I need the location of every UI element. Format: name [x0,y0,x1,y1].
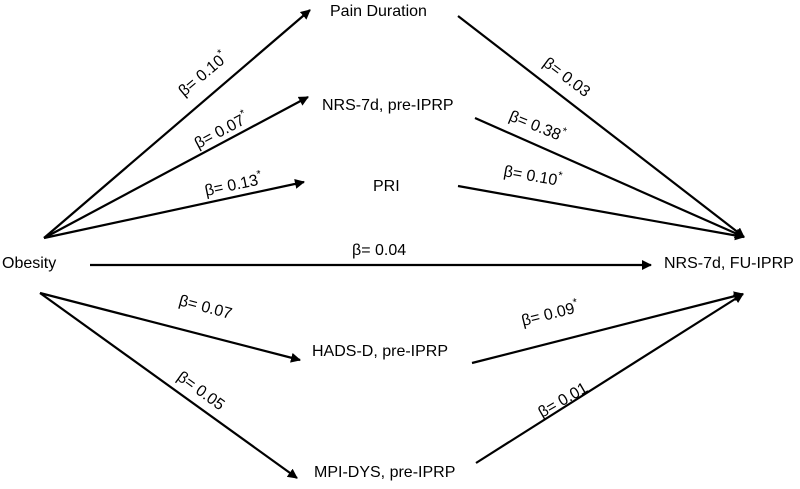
coef-value: β= 0.07 [192,112,248,152]
edge-nrs-pre-nrs-fu [474,116,745,239]
coef-pain-duration-nrs-fu: β= 0.03 [540,55,594,101]
edge-obesity-mpi-pre [39,292,298,479]
coef-value: β= 0.09 [520,300,577,330]
edge-obesity-nrs-pre [43,96,309,239]
node-pain-duration: Pain Duration [330,3,427,20]
coef-value: β= 0.07 [177,292,234,322]
coef-obesity-pain-duration: β= 0.10* [174,47,232,100]
edge-obesity-pri [43,179,305,240]
nodes: Obesity Pain Duration NRS-7d, pre-IPRP P… [2,3,794,481]
sig-star: * [560,125,569,138]
sig-star: * [256,168,263,181]
sig-star: * [572,296,580,309]
coef-value: β= 0.03 [540,55,594,101]
node-hads-pre: HADS-D, pre-IPRP [312,343,448,360]
sig-star: * [557,170,564,183]
coef-hads-pre-nrs-fu: β= 0.09* [519,296,581,330]
edge-hads-pre-nrs-fu [471,291,744,365]
coef-value: β= 0.13 [203,172,260,200]
coef-value: β= 0.01 [536,380,591,422]
coef-nrs-pre-nrs-fu: β= 0.38* [507,105,569,146]
coef-obesity-nrs-pre: β= 0.07* [190,107,252,152]
edge-obesity-hads-pre [39,291,301,363]
coef-value: β= 0.10 [176,52,228,100]
edge-pain-duration-nrs-fu [457,15,745,238]
coef-mpi-pre-nrs-fu: β= 0.01 [536,380,591,422]
edge-pri-nrs-fu [457,184,745,241]
coef-obesity-pri: β= 0.13* [203,168,265,200]
coef-value: β= 0.04 [352,242,406,259]
sig-star: * [238,107,248,120]
node-mpi-pre: MPI-DYS, pre-IPRP [314,464,455,481]
node-obesity: Obesity [2,255,56,272]
coef-obesity-nrs-fu: β= 0.04 [352,242,406,259]
node-pri: PRI [373,178,400,195]
coef-value: β= 0.10 [502,163,558,189]
coef-pri-nrs-fu: β= 0.10* [502,160,564,190]
node-nrs-pre: NRS-7d, pre-IPRP [322,97,454,114]
sig-star: * [215,47,227,59]
edge-mpi-pre-nrs-fu [475,293,744,464]
node-nrs-fu: NRS-7d, FU-IPRP [664,255,794,272]
edge-obesity-pain-duration [43,9,311,239]
coef-value: β= 0.38 [507,108,564,144]
coef-obesity-hads-pre: β= 0.07 [177,292,234,322]
edges [39,9,745,479]
